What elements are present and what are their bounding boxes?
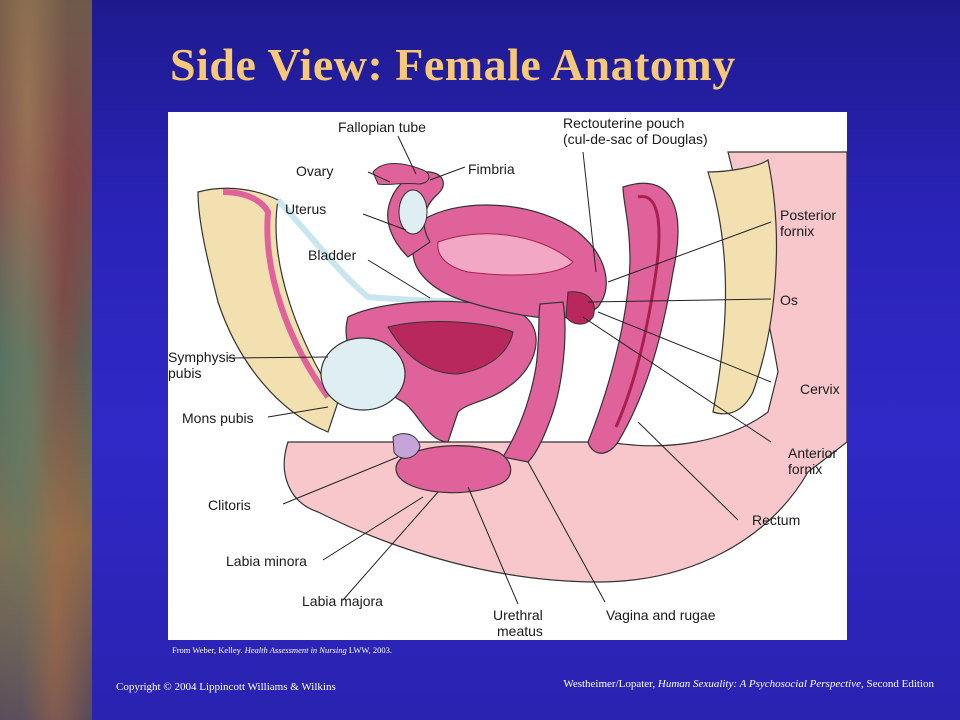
label-vagina-rugae: Vagina and rugae: [606, 607, 716, 623]
ovary-shape: [399, 190, 427, 234]
slide-title: Side View: Female Anatomy: [170, 38, 736, 91]
label-rectouterine-2: (cul-de-sac of Douglas): [563, 131, 708, 147]
label-posterior-2: fornix: [780, 223, 814, 239]
label-symphysis-2: pubis: [168, 365, 201, 381]
book-reference: Westheimer/Lopater, Human Sexuality: A P…: [563, 678, 934, 690]
sacrum-region: [708, 160, 776, 414]
book-edition: Second Edition: [864, 678, 934, 690]
label-uterus: Uterus: [285, 201, 326, 217]
label-cervix: Cervix: [800, 381, 840, 397]
book-title: Human Sexuality: A Psychosocial Perspect…: [658, 678, 864, 690]
copyright-notice: Copyright © 2004 Lippincott Williams & W…: [116, 681, 336, 693]
source-title: Health Assessment in Nursing: [245, 645, 347, 655]
book-authors: Westheimer/Lopater,: [563, 678, 658, 690]
source-suffix: LWW, 2003.: [347, 645, 392, 655]
fimbria-shape: [373, 164, 429, 185]
label-posterior-1: Posterior: [780, 207, 836, 223]
label-fimbria: Fimbria: [468, 161, 515, 177]
source-prefix: From Weber, Kelley.: [172, 645, 245, 655]
label-bladder: Bladder: [308, 247, 357, 263]
label-labia-majora: Labia majora: [302, 593, 383, 609]
label-ovary: Ovary: [296, 163, 333, 179]
label-symphysis-1: Symphysis: [168, 349, 236, 365]
label-fallopian-tube: Fallopian tube: [338, 119, 426, 135]
label-clitoris: Clitoris: [208, 497, 251, 513]
label-rectouterine-1: Rectouterine pouch: [563, 115, 684, 131]
rectum-tube: [588, 183, 678, 453]
label-anterior-2: fornix: [788, 461, 822, 477]
label-labia-minora: Labia minora: [226, 553, 307, 569]
decorative-left-strip: [0, 0, 92, 720]
anatomy-diagram: Fallopian tube Ovary Fimbria Uterus Blad…: [168, 112, 847, 640]
label-rectum: Rectum: [752, 512, 800, 528]
clitoris-shape: [393, 434, 420, 459]
figure-source-citation: From Weber, Kelley. Health Assessment in…: [172, 645, 392, 655]
label-urethral-2: meatus: [497, 623, 543, 639]
label-urethral-1: Urethral: [493, 607, 543, 623]
label-anterior-1: Anterior: [788, 445, 837, 461]
label-os: Os: [780, 292, 798, 308]
label-mons-pubis: Mons pubis: [182, 410, 254, 426]
symphysis-pubis-bone: [321, 338, 405, 410]
anatomy-figure: Fallopian tube Ovary Fimbria Uterus Blad…: [168, 112, 847, 640]
